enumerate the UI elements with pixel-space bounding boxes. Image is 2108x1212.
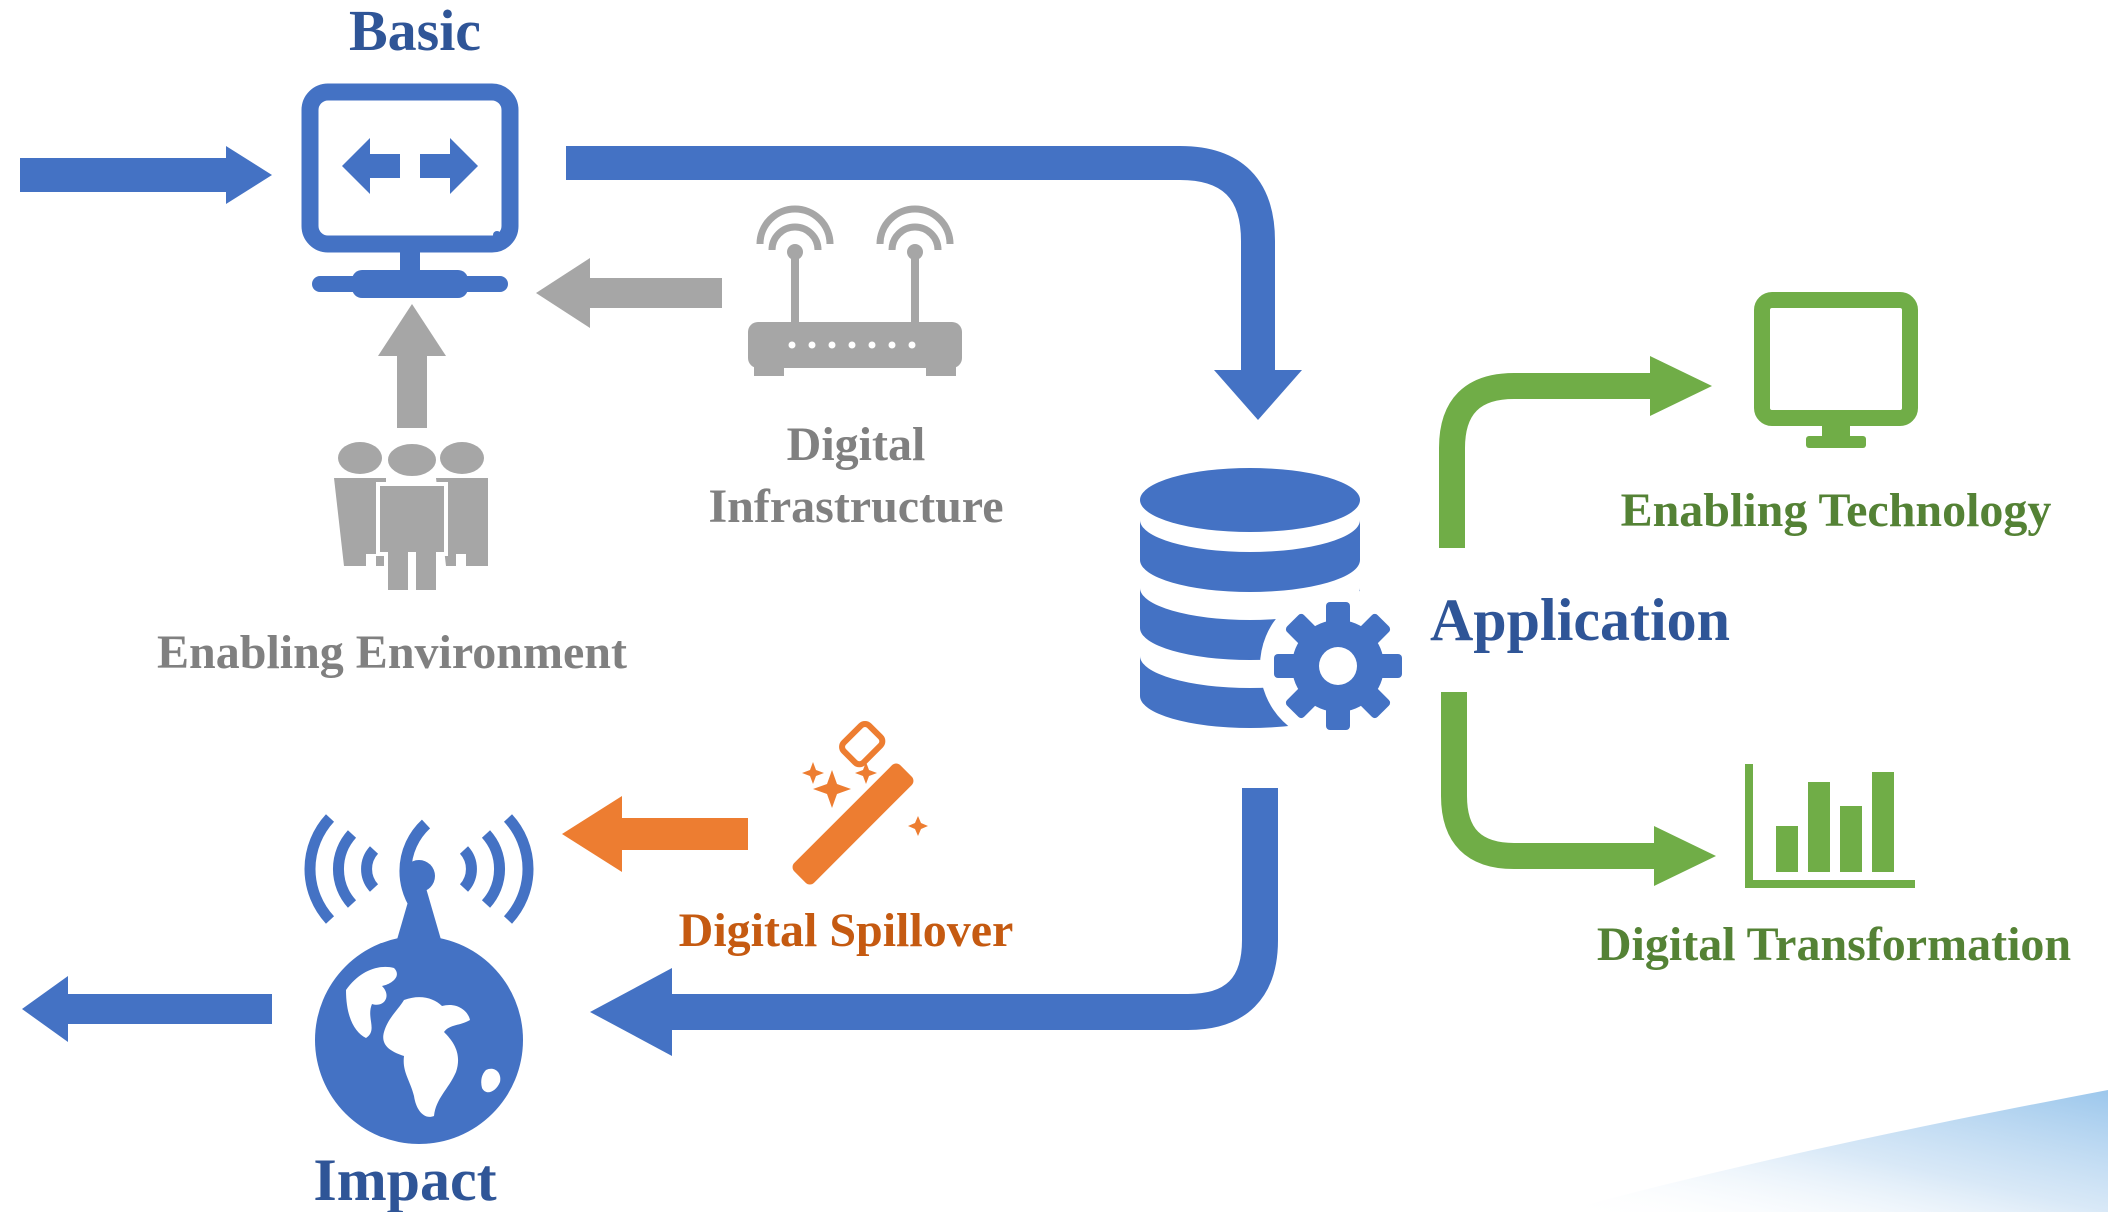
digital-infrastructure-label-line2: Infrastructure bbox=[708, 480, 1003, 533]
database-gear-icon bbox=[1140, 468, 1416, 744]
digital-transformation-label: Digital Transformation bbox=[1597, 918, 2071, 971]
environment-to-basic-arrow bbox=[378, 304, 446, 428]
impact-label: Impact bbox=[313, 1147, 496, 1212]
application-to-transformation-arrow bbox=[1441, 692, 1716, 886]
exit-arrow bbox=[22, 976, 272, 1042]
desktop-monitor-icon bbox=[1754, 292, 1918, 448]
basic-to-application-arrow bbox=[566, 146, 1302, 420]
wifi-router-icon bbox=[748, 205, 962, 376]
spillover-to-impact-arrow bbox=[562, 796, 748, 872]
enabling-environment-label: Enabling Environment bbox=[157, 626, 627, 679]
globe-antenna-icon bbox=[304, 814, 534, 1144]
basic-label: Basic bbox=[349, 0, 481, 63]
monitor-with-arrows-icon bbox=[301, 83, 519, 298]
application-to-technology-arrow bbox=[1439, 356, 1712, 548]
infrastructure-to-basic-arrow bbox=[536, 258, 722, 328]
enabling-technology-label: Enabling Technology bbox=[1621, 484, 2052, 537]
digital-infrastructure-label-line1: Digital bbox=[787, 418, 926, 471]
application-label: Application bbox=[1430, 587, 1730, 653]
application-to-impact-arrow bbox=[590, 788, 1278, 1056]
people-group-icon bbox=[334, 440, 488, 594]
background-swoosh bbox=[1560, 1090, 2108, 1212]
digital-spillover-label: Digital Spillover bbox=[679, 904, 1014, 957]
entry-arrow bbox=[20, 146, 272, 204]
magic-wand-icon bbox=[792, 720, 928, 885]
bar-chart-icon bbox=[1745, 764, 1915, 888]
